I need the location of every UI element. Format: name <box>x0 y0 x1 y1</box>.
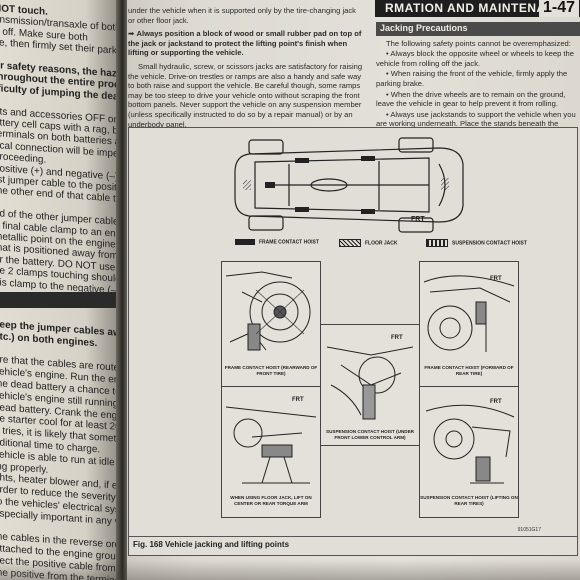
precautions-intro: The following safety points cannot be ov… <box>386 38 571 48</box>
control-arm-illustration: FRT <box>326 335 414 420</box>
left-page: NOT touch.ansmission/transaxle of both v… <box>0 0 122 580</box>
panel-caption: FRAME CONTACT HOIST (FORWARD OF REAR TIR… <box>424 365 514 376</box>
bullet-item: • When the drive wheels are to remain on… <box>376 89 566 109</box>
panel-caption: SUSPENSION CONTACT HOIST (LIFTING ON REA… <box>420 495 518 506</box>
frt-label: FRT <box>490 276 502 282</box>
bullet-item: • When raising the front of the vehicle,… <box>376 69 568 88</box>
legend-floor-jack: FLOOR JACK <box>339 239 398 247</box>
tire-lift-illustration <box>225 271 311 351</box>
rear-tire-illustration: FRT <box>423 275 515 352</box>
frt-label: FRT <box>490 399 502 405</box>
panel-caption: FRAME CONTACT HOIST (REARWARD OF FRONT T… <box>224 365 318 376</box>
figure-caption: Fig. 168 Vehicle jacking and lifting poi… <box>133 540 290 549</box>
legend-suspension-contact-hoist: SUSPENSION CONTACT HOIST <box>426 239 527 247</box>
right-page: RMATION AND MAINTENANCE 1-47 under the v… <box>127 0 580 580</box>
floor-jack-illustration: FRT <box>225 397 317 484</box>
bullet-text: When the drive wheels are to remain on t… <box>376 89 566 109</box>
bullet-text: When raising the front of the vehicle, f… <box>376 69 568 88</box>
warning-icon: ➡ <box>128 29 137 39</box>
frt-label: FRT <box>391 335 403 341</box>
paragraph: Small hydraulic, screw, or scissors jack… <box>128 61 363 129</box>
paragraph: under the vehicle when it is supported o… <box>128 6 356 25</box>
figure-caption-bar: Fig. 168 Vehicle jacking and lifting poi… <box>129 536 577 555</box>
panel-caption: WHEN USING FLOOR JACK, LIFT ON CENTER OR… <box>230 495 312 506</box>
figure-code: 91051G17 <box>517 527 541 533</box>
book-gutter <box>116 0 130 580</box>
panel-suspension-rear: FRT SUSPENSION CONTACT HOIST (LIFTING ON… <box>419 386 519 518</box>
left-page-dark-band <box>0 292 122 308</box>
section-title: RMATION AND MAINTENANCE <box>385 1 573 15</box>
body-text-column: under the vehicle when it is supported o… <box>128 6 363 133</box>
warning-paragraph: ➡ Always position a block of wood or sma… <box>128 29 363 58</box>
page-shadow <box>0 560 580 580</box>
panel-caption: SUSPENSION CONTACT HOIST (UNDER FRONT LO… <box>326 429 414 440</box>
bullet-item: • Always block the opposite wheel or whe… <box>376 49 574 68</box>
panel-frame-hoist-rear: FRT FRAME CONTACT HOIST (FORWARD OF REAR… <box>419 261 519 387</box>
jacking-figure: FRT FRAME CONTACT HOIST FLOOR JACK SUSPE… <box>128 127 578 556</box>
legend-frame-contact-hoist: FRAME CONTACT HOIST <box>235 239 319 245</box>
jacking-precautions-title: Jacking Precautions <box>376 22 580 36</box>
frt-arrow-label: FRT <box>411 216 425 223</box>
bullet-text: Always block the opposite wheel or wheel… <box>376 49 574 68</box>
section-header-bar <box>375 0 580 17</box>
warning-text: Always position a block of wood or small… <box>128 29 362 58</box>
panel-suspension-front: FRT SUSPENSION CONTACT HOIST (UNDER FRON… <box>320 324 420 446</box>
panel-frame-hoist-front: FRAME CONTACT HOIST (REARWARD OF FRONT T… <box>221 261 321 387</box>
page-number: 1-47 <box>539 0 580 17</box>
rear-lift-illustration: FRT <box>425 399 515 484</box>
frt-label: FRT <box>292 397 304 403</box>
panel-floor-jack: FRT WHEN USING FLOOR JACK, LIFT ON CENTE… <box>221 386 321 518</box>
chassis-diagram <box>234 137 464 233</box>
